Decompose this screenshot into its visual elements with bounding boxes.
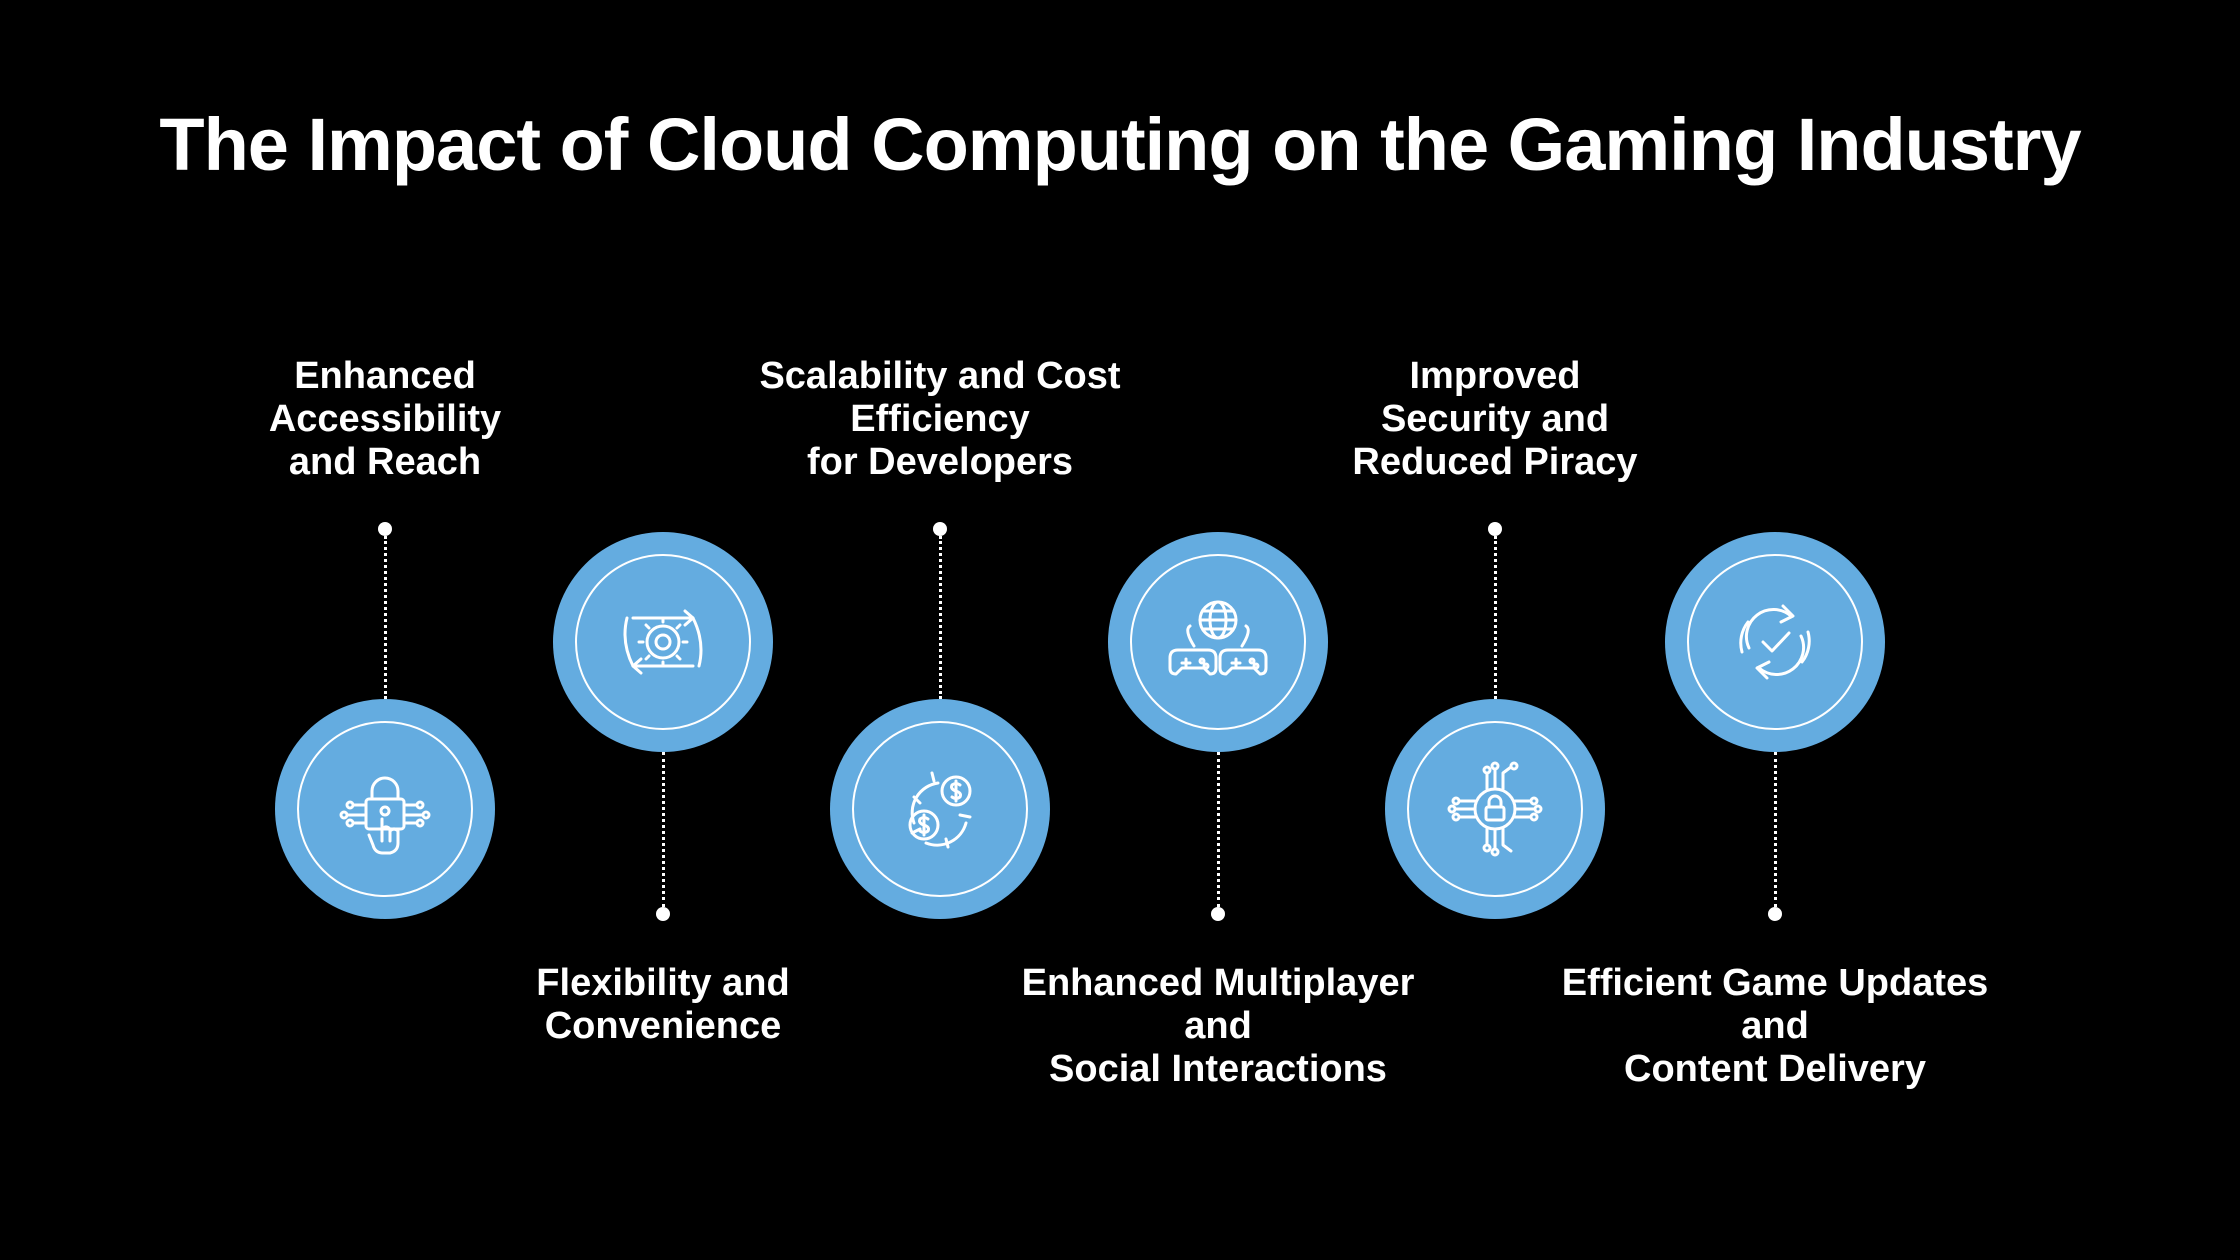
connector-line bbox=[1773, 752, 1777, 907]
page-title: The Impact of Cloud Computing on the Gam… bbox=[159, 103, 2081, 186]
step-label: Improved Security and Reduced Piracy bbox=[1352, 355, 1638, 483]
lock-circuit-icon bbox=[1447, 761, 1543, 857]
step-circle bbox=[1665, 532, 1885, 752]
connector-line bbox=[938, 536, 942, 699]
step-label: Flexibility and Convenience bbox=[536, 962, 790, 1047]
connector-dot bbox=[1488, 522, 1502, 536]
step-circle bbox=[1385, 699, 1605, 919]
connector-dot bbox=[933, 522, 947, 536]
dollar-gear-icon bbox=[908, 771, 972, 849]
connector-line bbox=[661, 752, 665, 907]
step-label: Efficient Game Updates and Content Deliv… bbox=[1561, 962, 1989, 1090]
step-circle bbox=[1108, 532, 1328, 752]
refresh-check-icon bbox=[1739, 604, 1811, 680]
step-circle bbox=[830, 699, 1050, 919]
connector-dot bbox=[656, 907, 670, 921]
connector-dot bbox=[378, 522, 392, 536]
gear-arrows-icon bbox=[623, 609, 703, 675]
connector-line bbox=[1216, 752, 1220, 907]
connector-dot bbox=[1211, 907, 1225, 921]
step-label: Enhanced Multiplayer and Social Interact… bbox=[1021, 962, 1415, 1090]
connector-dot bbox=[1768, 907, 1782, 921]
connector-line bbox=[383, 536, 387, 699]
step-circle bbox=[275, 699, 495, 919]
lock-circuit-hand-icon bbox=[339, 776, 431, 855]
step-circle bbox=[553, 532, 773, 752]
connector-line bbox=[1493, 536, 1497, 699]
step-label: Scalability and Cost Efficiency for Deve… bbox=[759, 355, 1121, 483]
globe-gamepads-icon bbox=[1168, 600, 1268, 676]
step-label: Enhanced Accessibility and Reach bbox=[268, 355, 502, 483]
